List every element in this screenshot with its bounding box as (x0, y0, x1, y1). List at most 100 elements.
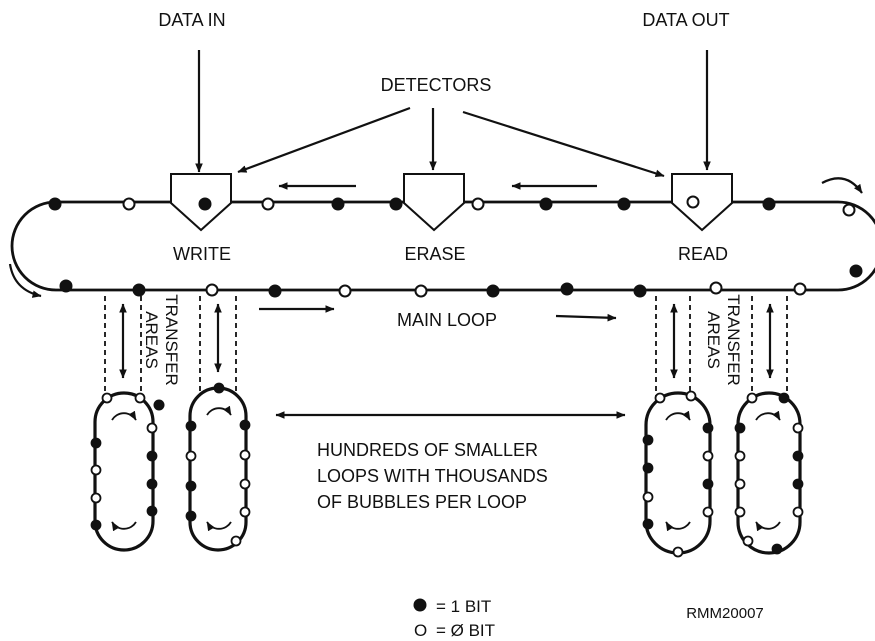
bubble-one (617, 197, 631, 211)
main-loop-track (10, 200, 875, 292)
bubble-zero (90, 464, 102, 476)
svg-text:TRANSFER: TRANSFER (724, 294, 743, 386)
bubble-one (792, 478, 804, 490)
transfer-areas-label-right: TRANSFER AREAS (704, 294, 743, 386)
bubble-one (792, 450, 804, 462)
bubble-zero (414, 284, 428, 298)
bubble-zero (230, 535, 242, 547)
bubble-one (146, 450, 158, 462)
bubble-zero (734, 450, 746, 462)
stray-bubble-one (153, 399, 165, 411)
bubble-zero (205, 283, 219, 297)
figure-id: RMM20007 (686, 605, 764, 622)
bubble-one (146, 505, 158, 517)
bubble-zero (338, 284, 352, 298)
detector-to-write-arrow (237, 106, 411, 174)
bubble-zero (90, 492, 102, 504)
bubble-zero (685, 390, 697, 402)
bubble-one (132, 283, 146, 297)
bubble-one (198, 197, 212, 211)
bubble-one (734, 422, 746, 434)
minor-loop-bubbles (90, 382, 804, 558)
bubble-one (642, 434, 654, 446)
erase-detector (403, 173, 465, 232)
data-in-label: DATA IN (158, 10, 225, 30)
minor-loop (644, 391, 712, 555)
curved-arrow-right-end (821, 177, 863, 194)
bubble-zero (709, 281, 723, 295)
bubble-zero (792, 506, 804, 518)
description-line-2: LOOPS WITH THOUSANDS (317, 466, 548, 486)
legend-one-bit-label: = 1 BIT (436, 597, 491, 616)
direction-arrows (8, 177, 863, 322)
legend-zero-bit-symbol: O (414, 621, 427, 640)
minor-loop (93, 391, 155, 552)
main-loop-label: MAIN LOOP (397, 310, 497, 330)
svg-text:AREAS: AREAS (704, 311, 723, 369)
signal-arrows (195, 50, 711, 178)
bubble-one (48, 197, 62, 211)
bubble-zero (686, 195, 700, 209)
bubble-one (560, 282, 574, 296)
bubble-zero (654, 392, 666, 404)
transfer-lanes (104, 296, 788, 400)
bubble-one (213, 382, 225, 394)
bubble-zero (734, 478, 746, 490)
bubble-one (778, 392, 790, 404)
bubble-one (239, 419, 251, 431)
bubble-zero (239, 449, 251, 461)
bubble-one (59, 279, 73, 293)
bubble-one (633, 284, 647, 298)
bubble-zero (122, 197, 136, 211)
bubble-one (268, 284, 282, 298)
detector-to-read-arrow (462, 110, 665, 178)
bubble-one (486, 284, 500, 298)
bubble-one (185, 420, 197, 432)
minor-loop (188, 386, 248, 552)
bubble-zero (471, 197, 485, 211)
bubble-zero (702, 506, 714, 518)
bubble-zero (702, 450, 714, 462)
svg-text:TRANSFER: TRANSFER (162, 294, 181, 386)
bubble-zero (239, 478, 251, 490)
minor-loop (736, 391, 802, 555)
bubble-one (389, 197, 403, 211)
bubble-one (185, 510, 197, 522)
bubble-zero (134, 392, 146, 404)
transfer-double-arrows (119, 303, 774, 379)
bubble-one (331, 197, 345, 211)
bubble-zero (746, 392, 758, 404)
bubble-zero (239, 506, 251, 518)
bubble-zero (742, 535, 754, 547)
bubble-zero (842, 203, 856, 217)
legend-one-bit-symbol (413, 598, 427, 612)
transfer-areas-label-left: TRANSFER AREAS (142, 294, 181, 386)
bubble-one (762, 197, 776, 211)
read-detector (671, 173, 733, 232)
bubble-one (642, 518, 654, 530)
erase-label: ERASE (404, 244, 465, 264)
direction-arrow-right-2 (555, 313, 617, 322)
detectors-label: DETECTORS (381, 75, 492, 95)
curved-arrow-left-end (8, 263, 42, 298)
bubble-one (702, 422, 714, 434)
bubble-one (702, 478, 714, 490)
bubble-zero (793, 282, 807, 296)
bubble-zero (261, 197, 275, 211)
bubble-zero (642, 491, 654, 503)
bubble-one (539, 197, 553, 211)
description-line-3: OF BUBBLES PER LOOP (317, 492, 527, 512)
bubble-one (771, 543, 783, 555)
bubble-zero (734, 506, 746, 518)
bubble-one (146, 478, 158, 490)
read-label: READ (678, 244, 728, 264)
data-out-label: DATA OUT (642, 10, 729, 30)
bubble-zero (672, 546, 684, 558)
main-loop-bubbles (48, 195, 863, 298)
bubble-zero (185, 450, 197, 462)
svg-text:AREAS: AREAS (142, 311, 161, 369)
bubble-one (90, 437, 102, 449)
description-line-1: HUNDREDS OF SMALLER (317, 440, 538, 460)
bubble-zero (101, 392, 113, 404)
